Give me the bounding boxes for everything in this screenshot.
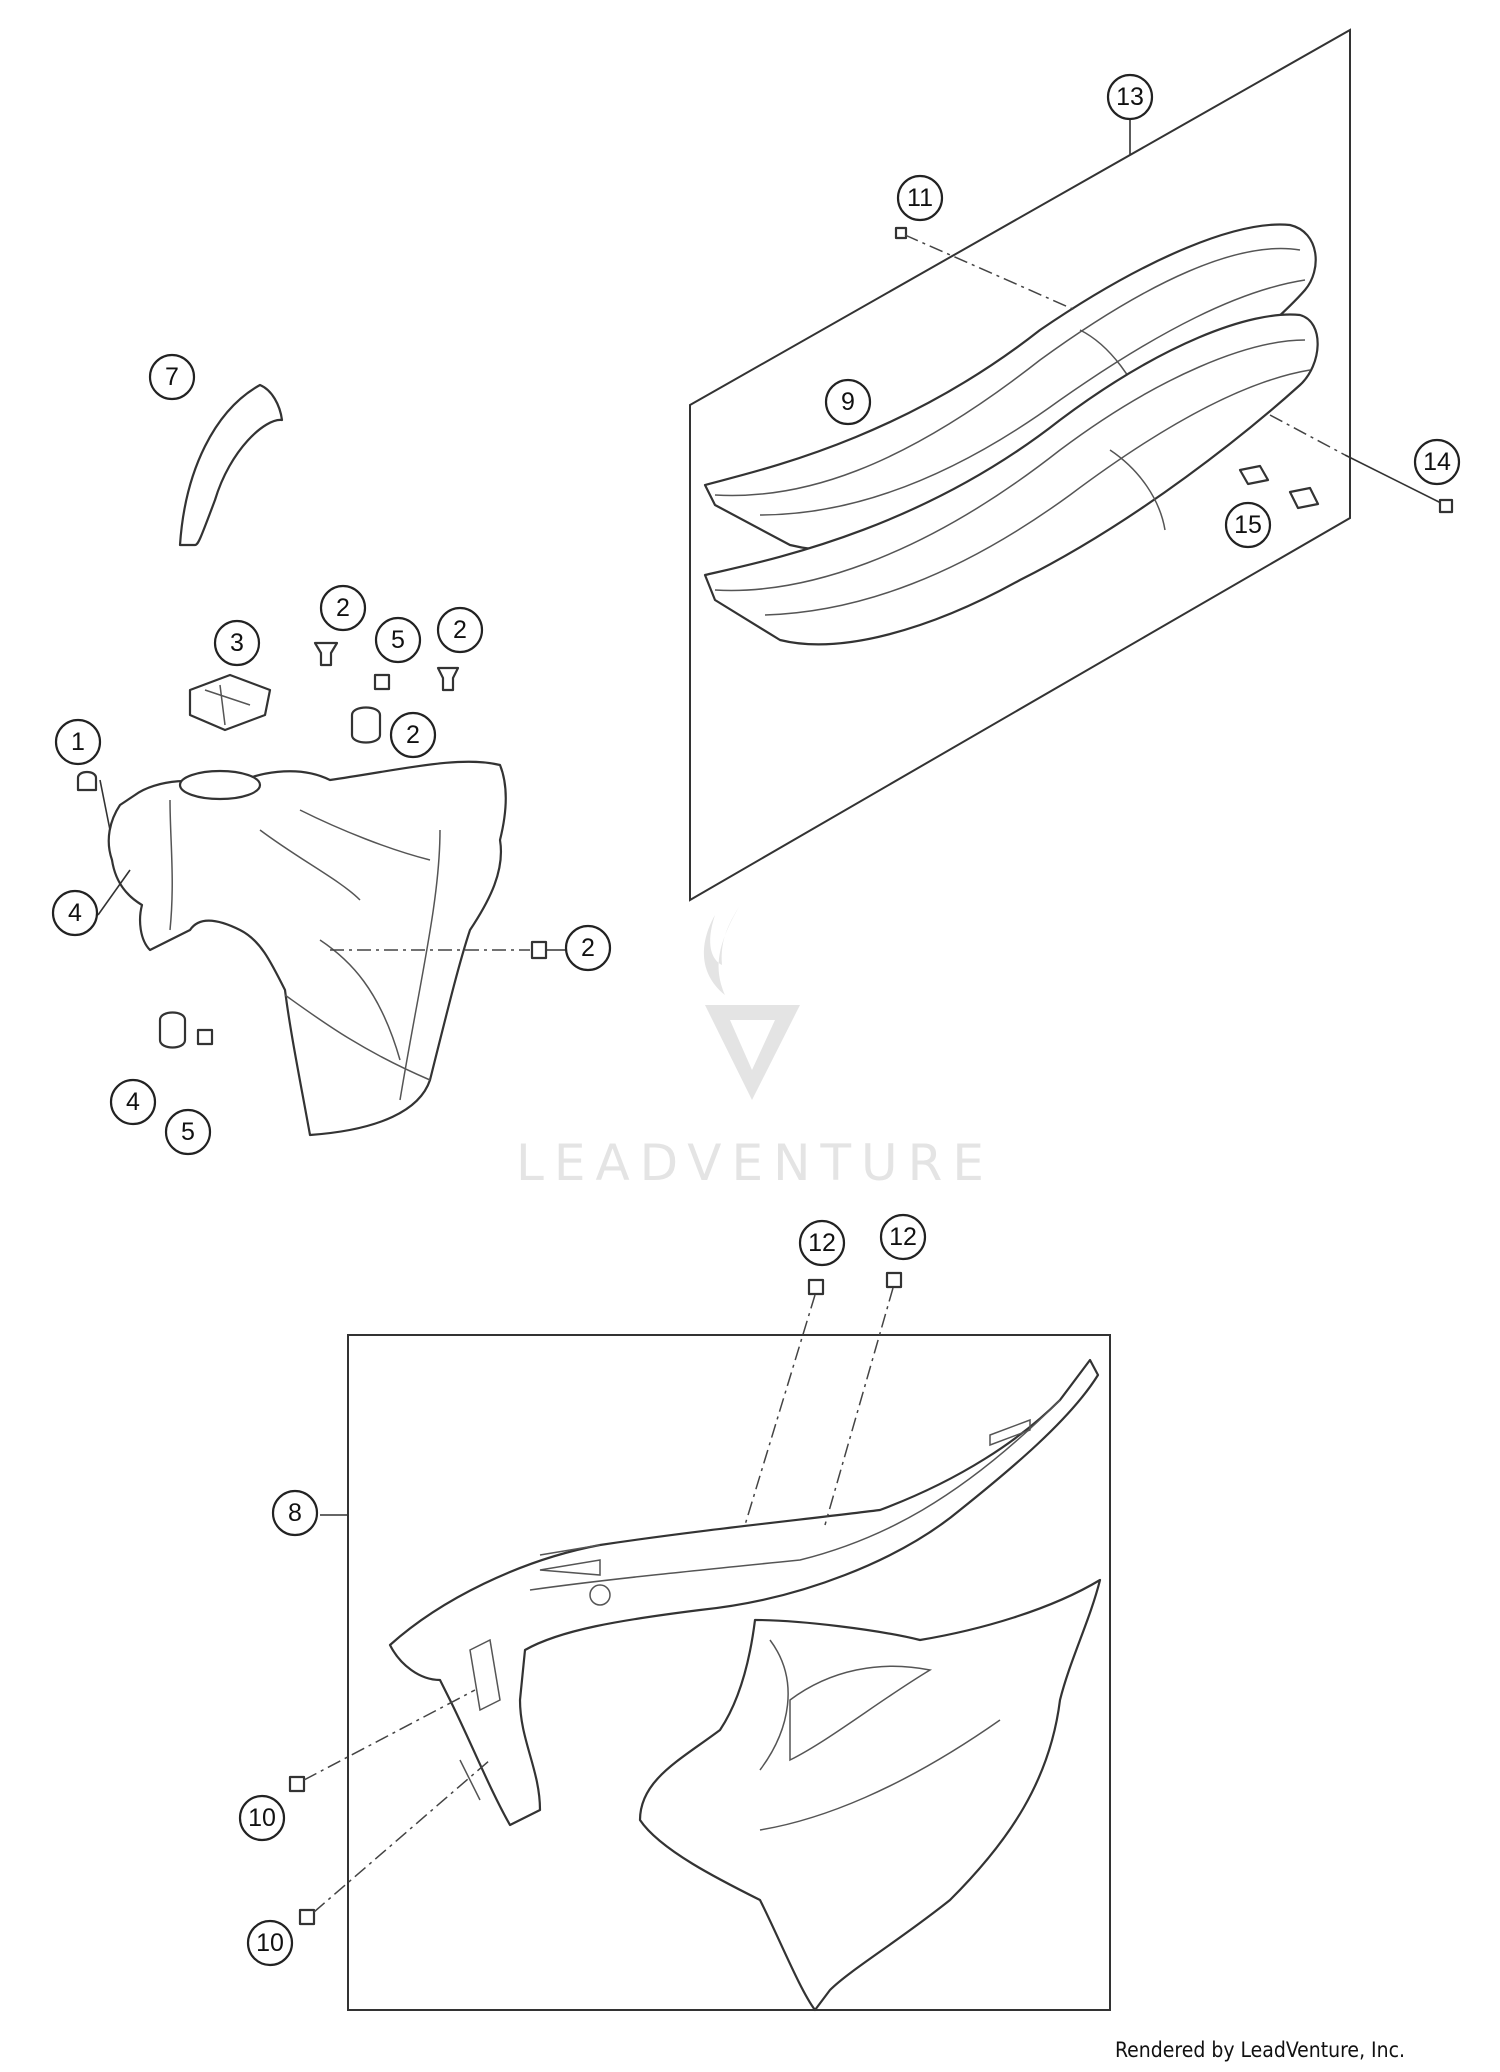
callout-2-top-left: 2 bbox=[319, 584, 367, 632]
svg-text:2: 2 bbox=[581, 934, 595, 962]
svg-text:3: 3 bbox=[230, 629, 244, 657]
callout-12-left: 12 bbox=[798, 1219, 846, 1267]
breather-hose bbox=[178, 383, 284, 547]
side-panel-kit-frame bbox=[347, 1334, 1111, 2011]
side-panel-assembly bbox=[288, 1271, 1111, 2012]
callout-7: 7 bbox=[148, 353, 196, 401]
seat-bolt-14 bbox=[1438, 498, 1454, 514]
seat-screw-11 bbox=[894, 226, 908, 240]
callout-5-top: 5 bbox=[374, 616, 422, 664]
callout-1: 4 bbox=[51, 889, 99, 937]
callout-13: 13 bbox=[1106, 73, 1154, 121]
screw-10b bbox=[298, 1908, 316, 1926]
svg-text:4: 4 bbox=[68, 899, 82, 927]
svg-text:5: 5 bbox=[181, 1118, 195, 1146]
screw-2c bbox=[76, 770, 98, 792]
fuel-pump-cover bbox=[188, 673, 272, 732]
fuel-tank-assembly bbox=[76, 383, 565, 1137]
seat-lower bbox=[703, 313, 1319, 646]
seat-assembly bbox=[689, 28, 1454, 902]
svg-text:11: 11 bbox=[907, 184, 933, 212]
seat-clip-15a bbox=[1238, 464, 1270, 486]
svg-text:4: 4 bbox=[126, 1088, 140, 1116]
screw-2d bbox=[530, 940, 548, 960]
screw-12b bbox=[885, 1271, 903, 1289]
callout-2-top-right: 2 bbox=[436, 606, 484, 654]
svg-text:10: 10 bbox=[256, 1929, 284, 1957]
callout-4-top: 2 bbox=[389, 711, 437, 759]
callout-11: 11 bbox=[896, 174, 944, 222]
screw-5b bbox=[196, 1028, 214, 1046]
render-credit: Rendered by LeadVenture, Inc. bbox=[1115, 2038, 1405, 2062]
side-panel-left bbox=[388, 1358, 1100, 1827]
callout-10-upper: 10 bbox=[238, 1794, 286, 1842]
bushing-4b bbox=[158, 1011, 187, 1049]
svg-text:8: 8 bbox=[288, 1499, 302, 1527]
svg-text:15: 15 bbox=[1234, 511, 1262, 539]
callout-12-right: 12 bbox=[879, 1213, 927, 1261]
screw-2a bbox=[313, 641, 339, 667]
callout-15: 15 bbox=[1224, 501, 1272, 549]
svg-text:2: 2 bbox=[336, 594, 350, 622]
svg-text:12: 12 bbox=[889, 1223, 917, 1251]
svg-text:10: 10 bbox=[248, 1804, 276, 1832]
svg-text:14: 14 bbox=[1423, 448, 1451, 476]
seat-clip-15b bbox=[1288, 486, 1320, 510]
screw-2b bbox=[436, 666, 460, 692]
callout-8: 8 bbox=[271, 1489, 319, 1537]
callout-2-left: 1 bbox=[54, 718, 102, 766]
callout-2-right: 2 bbox=[564, 924, 612, 972]
watermark-text: LEADVENTURE bbox=[516, 1134, 994, 1192]
svg-text:1: 1 bbox=[71, 728, 85, 756]
fuel-filler bbox=[178, 769, 262, 801]
screw-5a bbox=[373, 673, 391, 691]
callout-3: 3 bbox=[213, 619, 261, 667]
svg-text:12: 12 bbox=[808, 1229, 836, 1257]
svg-text:7: 7 bbox=[165, 363, 179, 391]
svg-text:2: 2 bbox=[453, 616, 467, 644]
callout-9: 9 bbox=[824, 378, 872, 426]
callout-14: 14 bbox=[1413, 438, 1461, 486]
screw-10a bbox=[288, 1775, 306, 1793]
leadventure-watermark: LEADVENTURE bbox=[516, 905, 994, 1192]
bushing-4a bbox=[350, 706, 382, 744]
svg-text:5: 5 bbox=[391, 626, 405, 654]
screw-12a bbox=[807, 1278, 825, 1296]
fuel-tank bbox=[107, 760, 507, 1137]
svg-text:13: 13 bbox=[1116, 83, 1144, 111]
callout-10-lower: 10 bbox=[246, 1919, 294, 1967]
callout-5-bottom: 5 bbox=[164, 1108, 212, 1156]
callout-4-bottom: 4 bbox=[109, 1078, 157, 1126]
svg-text:2: 2 bbox=[406, 721, 420, 749]
svg-text:9: 9 bbox=[841, 388, 855, 416]
